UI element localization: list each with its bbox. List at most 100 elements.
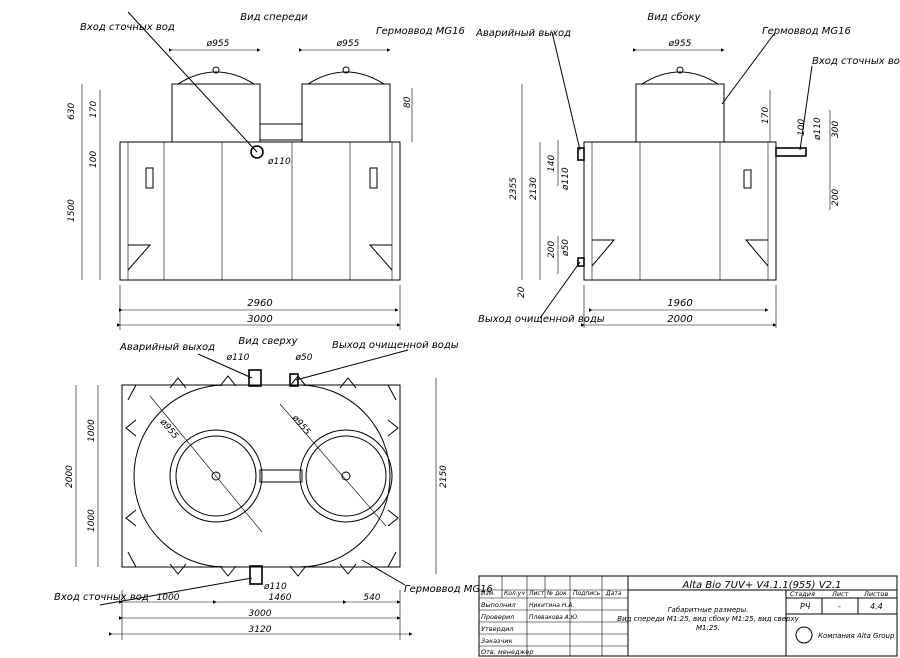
front-h170: 170 [89, 101, 99, 118]
side-gland-callout: Гермоввод MG16 [762, 26, 851, 37]
top-emergency-callout: Аварийный выход [119, 342, 215, 353]
side-inlet-pipe [775, 147, 807, 157]
side-h200a: 200 [547, 241, 557, 258]
top-d110b: ø110 [263, 582, 287, 592]
front-inlet-pipe [250, 145, 264, 159]
side-h140: 140 [547, 155, 557, 172]
front-left-lid-handle [212, 66, 220, 74]
side-h170: 170 [761, 107, 771, 124]
front-gland-callout: Гермоввод MG16 [376, 26, 465, 37]
side-lid-dim: ø955 [668, 39, 692, 49]
side-view-title: Вид сбоку [647, 11, 701, 23]
side-h100: 100 [797, 119, 807, 136]
side-pipe-in: ø110 [813, 117, 823, 141]
inlet-leader-front [127, 11, 258, 153]
front-h1500: 1500 [67, 199, 77, 222]
side-treated-callout: Выход очищенной воды [478, 314, 605, 325]
front-pipe-dim: ø110 [267, 157, 291, 167]
side-treated-pipe [577, 257, 585, 267]
top-left-lid-inner [175, 435, 257, 517]
side-w1960: 1960 [667, 298, 692, 309]
top-d110a: ø110 [226, 353, 250, 363]
tb-sheet-label: Лист [831, 590, 849, 598]
title-block [478, 575, 898, 657]
top-inlet-pipe [249, 565, 263, 585]
top-right-lid-outer [299, 429, 393, 523]
top-left-lid-outer [169, 429, 263, 523]
front-right-column [301, 83, 391, 143]
tb-company: Компания Alta Group [818, 632, 895, 640]
front-tank-body [119, 141, 401, 281]
front-right-lid-handle [342, 66, 350, 74]
front-left-lid [177, 71, 255, 85]
side-lid-handle [676, 66, 684, 74]
side-h200b: 200 [831, 189, 841, 206]
top-d50: ø50 [295, 353, 313, 363]
top-h1000b: 1000 [87, 509, 97, 532]
front-h630: 630 [67, 103, 77, 120]
top-w1460: 1460 [269, 593, 292, 603]
side-emergency-pipe [577, 147, 585, 161]
front-lid-dim-2: ø955 [336, 39, 360, 49]
front-lid-dim-1: ø955 [206, 39, 230, 49]
front-right-lid [307, 71, 385, 85]
top-right-lid-inner [305, 435, 387, 517]
company-logo-icon [795, 626, 813, 644]
tb-h-doc: № док [546, 590, 567, 597]
tb-h-kol: Кол.уч [504, 590, 525, 597]
side-inlet-callout: Вход сточных вод [812, 56, 900, 67]
front-vent-right [369, 167, 378, 189]
top-inlet-callout: Вход сточных вод [54, 592, 149, 603]
side-h2355: 2355 [509, 177, 519, 200]
tb-stage: РЧ [800, 602, 811, 611]
top-view-title: Вид сверху [238, 336, 298, 347]
top-h2000: 2000 [65, 465, 75, 488]
side-view [521, 31, 831, 328]
top-emergency-pipe [248, 369, 262, 387]
top-h1000a: 1000 [87, 419, 97, 442]
tb-sheet: - [838, 602, 841, 611]
tb-desc-1: Вид спереди М1:25, вид сбоку М1:25, вид … [617, 615, 799, 623]
tb-name-0: Никитина Н.А. [529, 602, 574, 609]
front-inlet-callout: Вход сточных вод [80, 22, 175, 33]
side-tank-body [583, 141, 777, 281]
front-vent-left [145, 167, 154, 189]
top-treated-callout: Выход очищенной воды [332, 340, 459, 351]
side-h300: 300 [831, 121, 841, 138]
side-column [635, 83, 725, 143]
front-h80: 80 [403, 96, 413, 108]
top-h2150: 2150 [439, 465, 449, 488]
top-w1000: 1000 [157, 593, 180, 603]
tb-role-1: Проверил [481, 613, 514, 621]
tb-stage-label: Стадия [790, 590, 815, 598]
tb-desc-0: Габаритные размеры. [668, 606, 749, 614]
tb-h-date: Дата [605, 590, 622, 597]
tb-desc-2: М1:25. [696, 624, 720, 632]
tb-name-1: Плевакова А.Ю. [529, 614, 579, 621]
tb-role-3: Заказчик [481, 637, 513, 645]
side-vent [743, 169, 752, 189]
top-view [75, 349, 437, 640]
tb-sheets-label: Листов [863, 590, 888, 598]
top-w540: 540 [363, 593, 380, 603]
top-w3120: 3120 [249, 625, 272, 635]
front-connector-pipe [259, 123, 303, 141]
front-w2960: 2960 [247, 298, 272, 309]
tb-h-sign: Подпись [573, 590, 600, 597]
top-gland-callout: Гермоввод MG16 [404, 584, 493, 595]
tb-h-izm: Изм. [481, 590, 495, 597]
tb-role-0: Выполнил [481, 601, 516, 609]
front-h100: 100 [89, 151, 99, 168]
side-h2130: 2130 [529, 177, 539, 200]
front-view [81, 11, 413, 330]
front-view-title: Вид спереди [240, 12, 308, 23]
side-lid [641, 71, 719, 85]
side-w2000: 2000 [667, 314, 692, 325]
tb-sheets: 4.4 [870, 602, 883, 611]
top-connector [259, 469, 303, 483]
side-pipe-out: ø110 [561, 167, 571, 191]
front-left-column [171, 83, 261, 143]
drawing-title: Alta Bio 7UV+ V4.1.1(955) V2.1 [682, 580, 842, 591]
tb-h-list: Лист [528, 590, 545, 597]
